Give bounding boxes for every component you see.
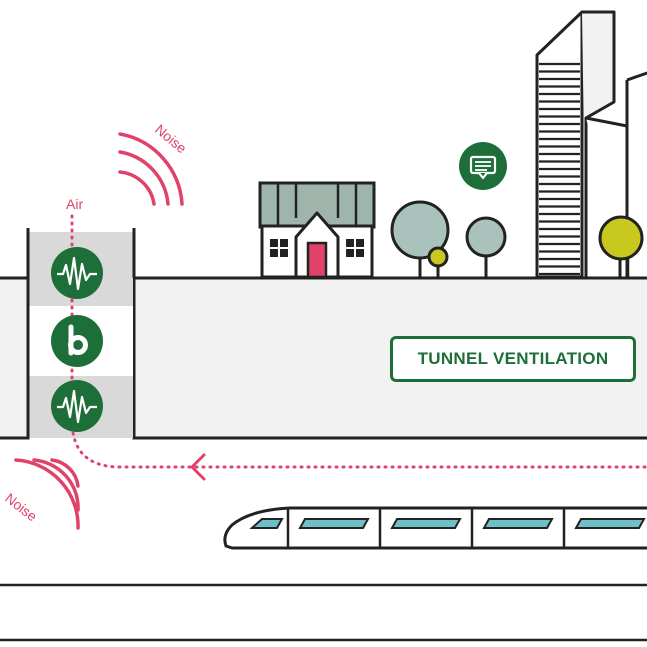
tree-medium xyxy=(465,216,507,278)
ground-left xyxy=(0,276,30,440)
tunnel-ventilation-label: TUNNEL VENTILATION xyxy=(390,336,636,382)
house xyxy=(258,181,376,279)
noise-waves-bottom xyxy=(14,458,80,530)
chat-icon xyxy=(459,142,507,190)
noise-label-bottom: Noise xyxy=(2,490,40,525)
brand-b-icon xyxy=(51,315,103,367)
air-label: Air xyxy=(66,196,83,212)
soundwave-icon-bottom xyxy=(51,380,103,432)
soundwave-icon xyxy=(51,247,103,299)
tree-large xyxy=(390,200,450,278)
tree-small-lime xyxy=(427,246,449,278)
noise-waves-top xyxy=(118,132,184,206)
train xyxy=(223,506,647,550)
tree-lime-right xyxy=(598,215,644,278)
arrow-left-icon xyxy=(190,453,206,481)
